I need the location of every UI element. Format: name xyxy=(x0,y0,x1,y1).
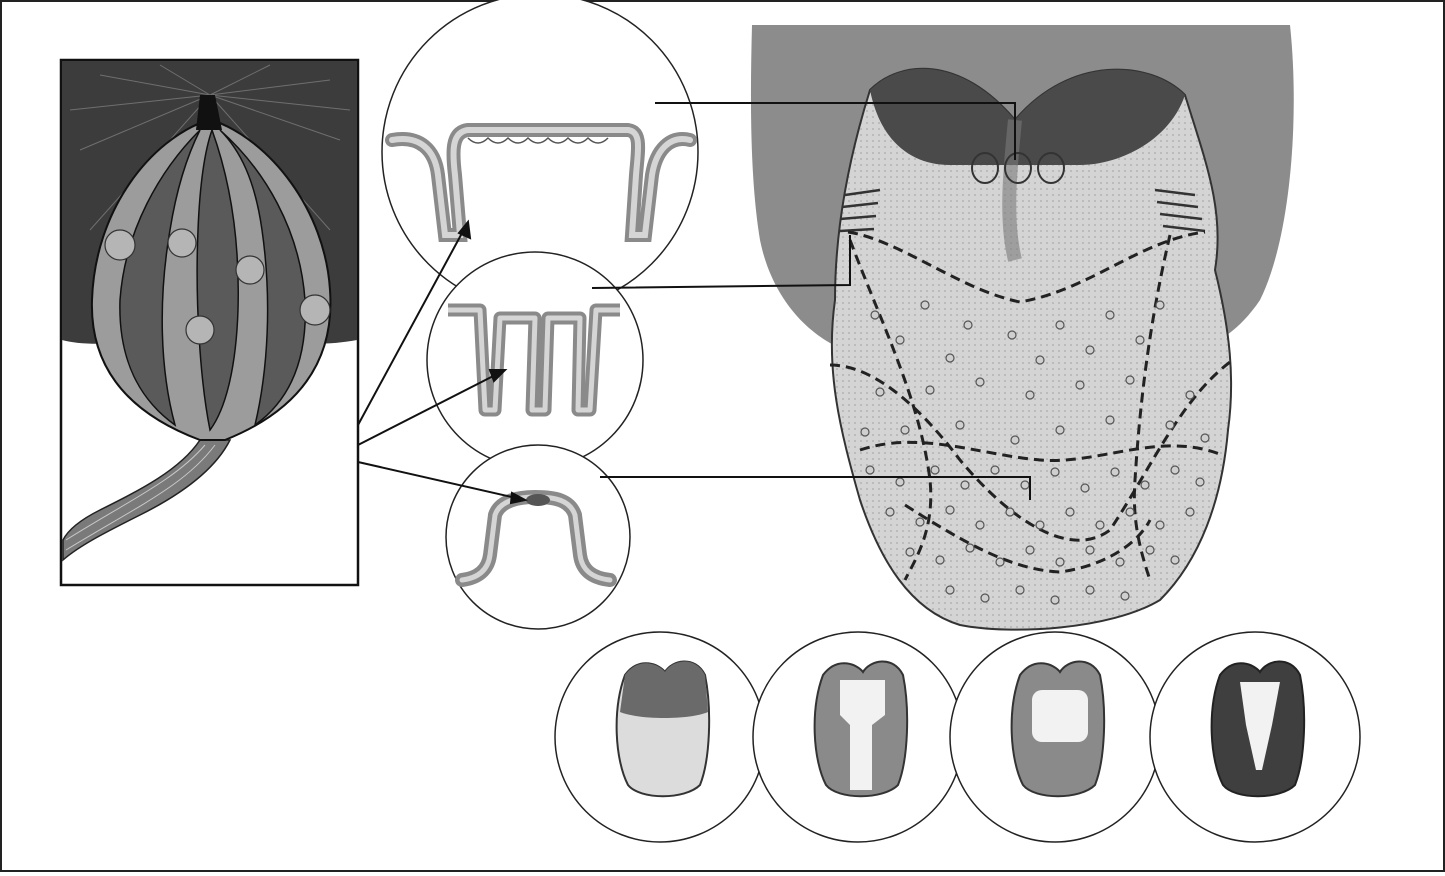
region-circle-4 xyxy=(1150,632,1360,842)
fungiform-papilla-circle xyxy=(446,445,630,629)
region-circle-3 xyxy=(950,632,1160,842)
region-circle-1 xyxy=(555,632,765,842)
taste-bud-panel xyxy=(61,60,358,585)
region-circle-2 xyxy=(753,632,963,842)
